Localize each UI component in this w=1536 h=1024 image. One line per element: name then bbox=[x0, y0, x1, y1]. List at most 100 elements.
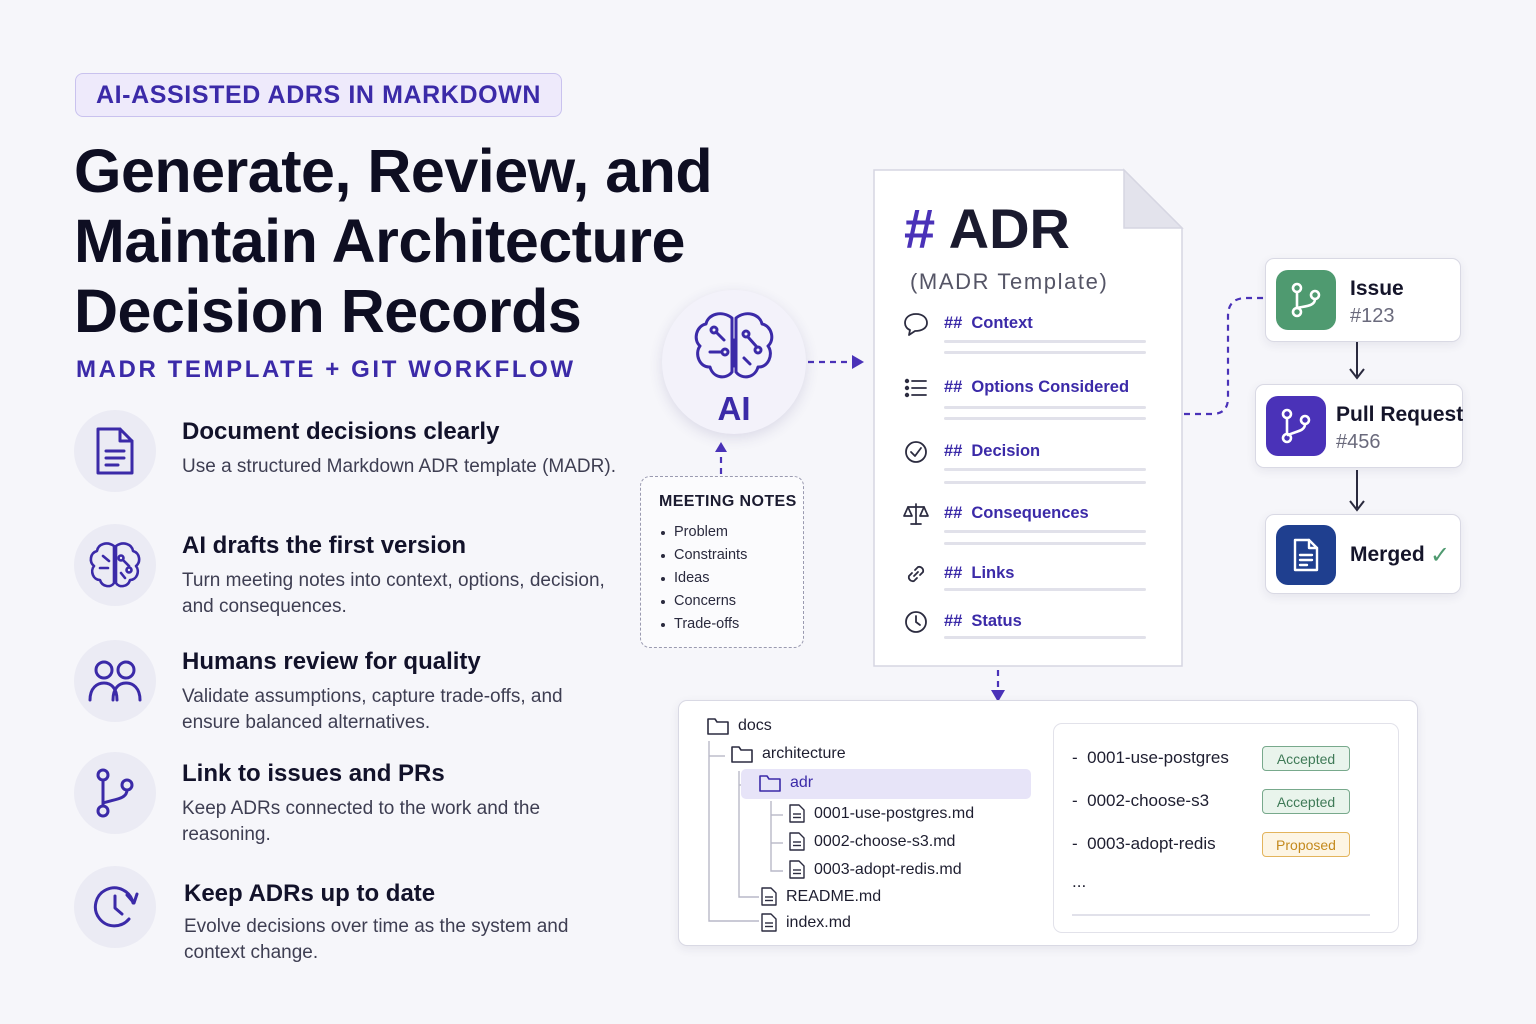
folder-icon bbox=[731, 746, 753, 763]
page-title: Generate, Review, and Maintain Architect… bbox=[74, 136, 734, 346]
feature-item: Document decisions clearly Use a structu… bbox=[74, 410, 634, 500]
feature-title: Document decisions clearly bbox=[182, 418, 500, 445]
adr-name: 0003-adopt-redis bbox=[1087, 834, 1216, 853]
section-label-text: Status bbox=[971, 612, 1022, 630]
folder-icon bbox=[759, 775, 781, 792]
tree-lines bbox=[708, 741, 783, 922]
issue-card[interactable]: Issue #123 bbox=[1265, 258, 1461, 342]
adr-section-options: ## Options Considered bbox=[902, 374, 1172, 420]
section-line bbox=[944, 340, 1146, 343]
title-line: Maintain Architecture bbox=[74, 207, 685, 275]
section-marker: ## bbox=[944, 612, 963, 630]
branch-icon bbox=[1276, 270, 1336, 330]
file-icon bbox=[789, 860, 805, 879]
repository-panel: docs architecture adr 0001-use-postgres.… bbox=[678, 700, 1418, 946]
pr-title: Pull Request bbox=[1336, 403, 1464, 426]
check-icon: ✓ bbox=[1430, 542, 1451, 569]
file-icon bbox=[789, 832, 805, 851]
branch-icon bbox=[74, 752, 156, 834]
tree-label: index.md bbox=[786, 913, 851, 931]
feature-item: Link to issues and PRs Keep ADRs connect… bbox=[74, 752, 634, 845]
tree-item-file[interactable]: 0002-choose-s3.md bbox=[789, 832, 955, 851]
adr-section-status: ## Status bbox=[902, 608, 1172, 648]
status-badge: Accepted bbox=[1262, 789, 1350, 814]
tree-label: 0002-choose-s3.md bbox=[814, 832, 956, 850]
feature-item: Keep ADRs up to date Evolve decisions ov… bbox=[74, 866, 634, 963]
adr-hash: # bbox=[904, 197, 936, 260]
adr-title: # ADR bbox=[904, 196, 1070, 261]
adr-subtitle: (MADR Template) bbox=[910, 269, 1109, 294]
section-line bbox=[944, 481, 1146, 484]
ai-assistant: AI bbox=[662, 290, 806, 434]
tree-label: 0003-adopt-redis.md bbox=[814, 860, 962, 878]
tree-item-architecture[interactable]: architecture bbox=[731, 745, 846, 763]
feature-desc: Keep ADRs connected to the work and the … bbox=[182, 798, 541, 845]
section-marker: ## bbox=[944, 442, 963, 460]
pr-number: #456 bbox=[1336, 431, 1381, 453]
feature-desc: Evolve decisions over time as the system… bbox=[184, 916, 569, 963]
adr-list-item[interactable]: - 0003-adopt-redis bbox=[1072, 834, 1216, 853]
list-item: Concerns bbox=[659, 590, 803, 613]
ai-label: AI bbox=[717, 390, 751, 427]
merged-title: Merged bbox=[1350, 543, 1425, 566]
folder-icon bbox=[707, 718, 729, 735]
users-icon bbox=[74, 640, 156, 722]
scales-icon bbox=[903, 503, 929, 525]
adr-section-consequences: ## Consequences bbox=[902, 500, 1172, 545]
tree-item-docs[interactable]: docs bbox=[707, 717, 772, 735]
adr-name: 0001-use-postgres bbox=[1087, 748, 1229, 767]
status-badge: Proposed bbox=[1262, 832, 1350, 857]
tree-item-adr[interactable]: adr bbox=[759, 774, 813, 792]
section-marker: ## bbox=[944, 564, 963, 582]
tree-item-file[interactable]: README.md bbox=[761, 887, 881, 906]
section-marker: ## bbox=[944, 378, 963, 396]
merged-card[interactable]: Merged ✓ bbox=[1265, 514, 1461, 594]
header-pill: AI-ASSISTED ADRS IN MARKDOWN bbox=[75, 73, 562, 117]
adr-list-item[interactable]: - 0001-use-postgres bbox=[1072, 748, 1229, 767]
feature-item: Humans review for quality Validate assum… bbox=[74, 640, 634, 733]
brain-icon bbox=[74, 524, 156, 606]
issue-title: Issue bbox=[1350, 277, 1404, 300]
section-line bbox=[944, 351, 1146, 354]
section-line bbox=[944, 468, 1146, 471]
section-line bbox=[944, 542, 1146, 545]
notes-list: Problem Constraints Ideas Concerns Trade… bbox=[659, 521, 803, 636]
speech-bubble-icon bbox=[904, 313, 928, 336]
pull-request-card[interactable]: Pull Request #456 bbox=[1255, 384, 1463, 468]
section-label: ## Status bbox=[944, 612, 1022, 631]
feature-title: AI drafts the first version bbox=[182, 532, 467, 559]
title-line: Generate, Review, and bbox=[74, 137, 713, 205]
section-label-text: Decision bbox=[971, 442, 1041, 460]
section-label: ## Links bbox=[944, 564, 1014, 583]
tree-item-file[interactable]: 0003-adopt-redis.md bbox=[789, 860, 962, 879]
selected-row-highlight bbox=[741, 769, 1031, 799]
section-label-text: Consequences bbox=[971, 504, 1089, 522]
issue-number: #123 bbox=[1350, 305, 1395, 327]
notes-title: MEETING NOTES bbox=[659, 493, 797, 510]
list-item: Ideas bbox=[659, 567, 803, 590]
clock-icon bbox=[905, 611, 927, 633]
section-label: ## Consequences bbox=[944, 504, 1089, 523]
feature-desc: Use a structured Markdown ADR template (… bbox=[182, 456, 616, 477]
section-line bbox=[944, 530, 1146, 533]
section-label-text: Links bbox=[971, 564, 1015, 582]
feature-desc: Validate assumptions, capture trade-offs… bbox=[182, 686, 563, 733]
tree-label: README.md bbox=[786, 887, 882, 905]
section-line bbox=[944, 588, 1146, 591]
feature-title: Keep ADRs up to date bbox=[184, 880, 436, 907]
section-label-text: Options Considered bbox=[971, 378, 1130, 396]
title-line: Decision Records bbox=[74, 277, 582, 345]
meeting-notes: MEETING NOTES Problem Constraints Ideas … bbox=[640, 476, 804, 648]
brain-icon bbox=[694, 312, 774, 379]
file-icon bbox=[789, 804, 805, 823]
feature-title: Link to issues and PRs bbox=[182, 760, 445, 787]
section-marker: ## bbox=[944, 504, 963, 522]
adr-list-item[interactable]: - 0002-choose-s3 bbox=[1072, 791, 1210, 810]
section-line bbox=[944, 636, 1146, 639]
feature-item: AI drafts the first version Turn meeting… bbox=[74, 524, 634, 617]
adr-section-context: ##Context bbox=[902, 310, 1172, 354]
tree-item-file[interactable]: 0001-use-postgres.md bbox=[789, 804, 974, 823]
subtitle: MADR TEMPLATE + GIT WORKFLOW bbox=[76, 356, 576, 383]
tree-item-file[interactable]: index.md bbox=[761, 913, 851, 932]
